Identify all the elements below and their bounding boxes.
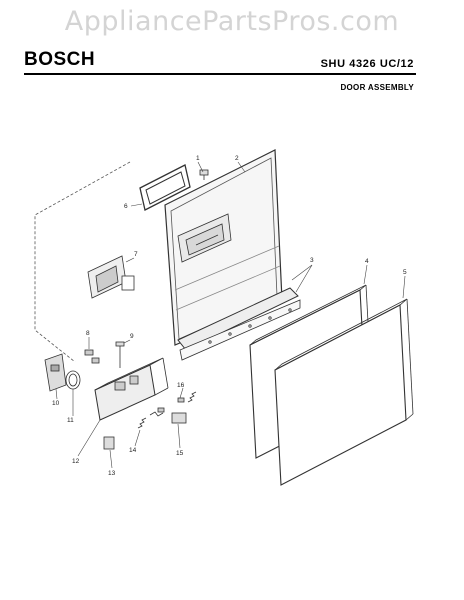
- front-door-panel: [274, 298, 414, 486]
- callout-4: 4: [365, 258, 369, 265]
- latch-catch: [171, 391, 197, 424]
- latch-pins: [84, 341, 125, 368]
- bottom-hinge-rail: [177, 287, 301, 361]
- brand-logo: BOSCH: [24, 49, 96, 70]
- cover-plate: [87, 255, 135, 299]
- callout-10: 10: [52, 400, 60, 407]
- callout-3: 3: [310, 257, 314, 264]
- callout-9: 9: [130, 333, 134, 340]
- leader-lines: [55, 161, 406, 469]
- callout-labels: 1 2 3 4 5 6 7 8 9 10 11 12 13 14 15 16: [52, 155, 407, 477]
- assembly-dashed-outline: [34, 161, 131, 363]
- callout-11: 11: [67, 417, 74, 424]
- model-number: SHU 4326 UC/12: [320, 58, 414, 70]
- header-rule: [24, 73, 416, 75]
- callout-1: 1: [196, 155, 200, 162]
- screw-part: [199, 169, 209, 180]
- section-title: DOOR ASSEMBLY: [340, 83, 414, 92]
- callout-5: 5: [403, 269, 407, 276]
- callout-6: 6: [124, 203, 128, 210]
- door-latch-housing: [94, 357, 169, 421]
- callout-7: 7: [134, 251, 138, 258]
- spacer-block: [103, 436, 115, 450]
- dispenser-gasket: [139, 164, 191, 211]
- callout-16: 16: [177, 382, 185, 389]
- callout-12: 12: [72, 458, 80, 465]
- callout-13: 13: [108, 470, 116, 477]
- inner-door-panel: [164, 149, 283, 346]
- door-switch: [44, 353, 81, 392]
- callout-14: 14: [129, 447, 137, 454]
- callout-15: 15: [176, 450, 184, 457]
- callout-2: 2: [235, 155, 239, 162]
- callout-8: 8: [86, 330, 90, 337]
- latch-springs: [137, 407, 165, 429]
- watermark: AppliancePartsPros.com: [64, 6, 400, 37]
